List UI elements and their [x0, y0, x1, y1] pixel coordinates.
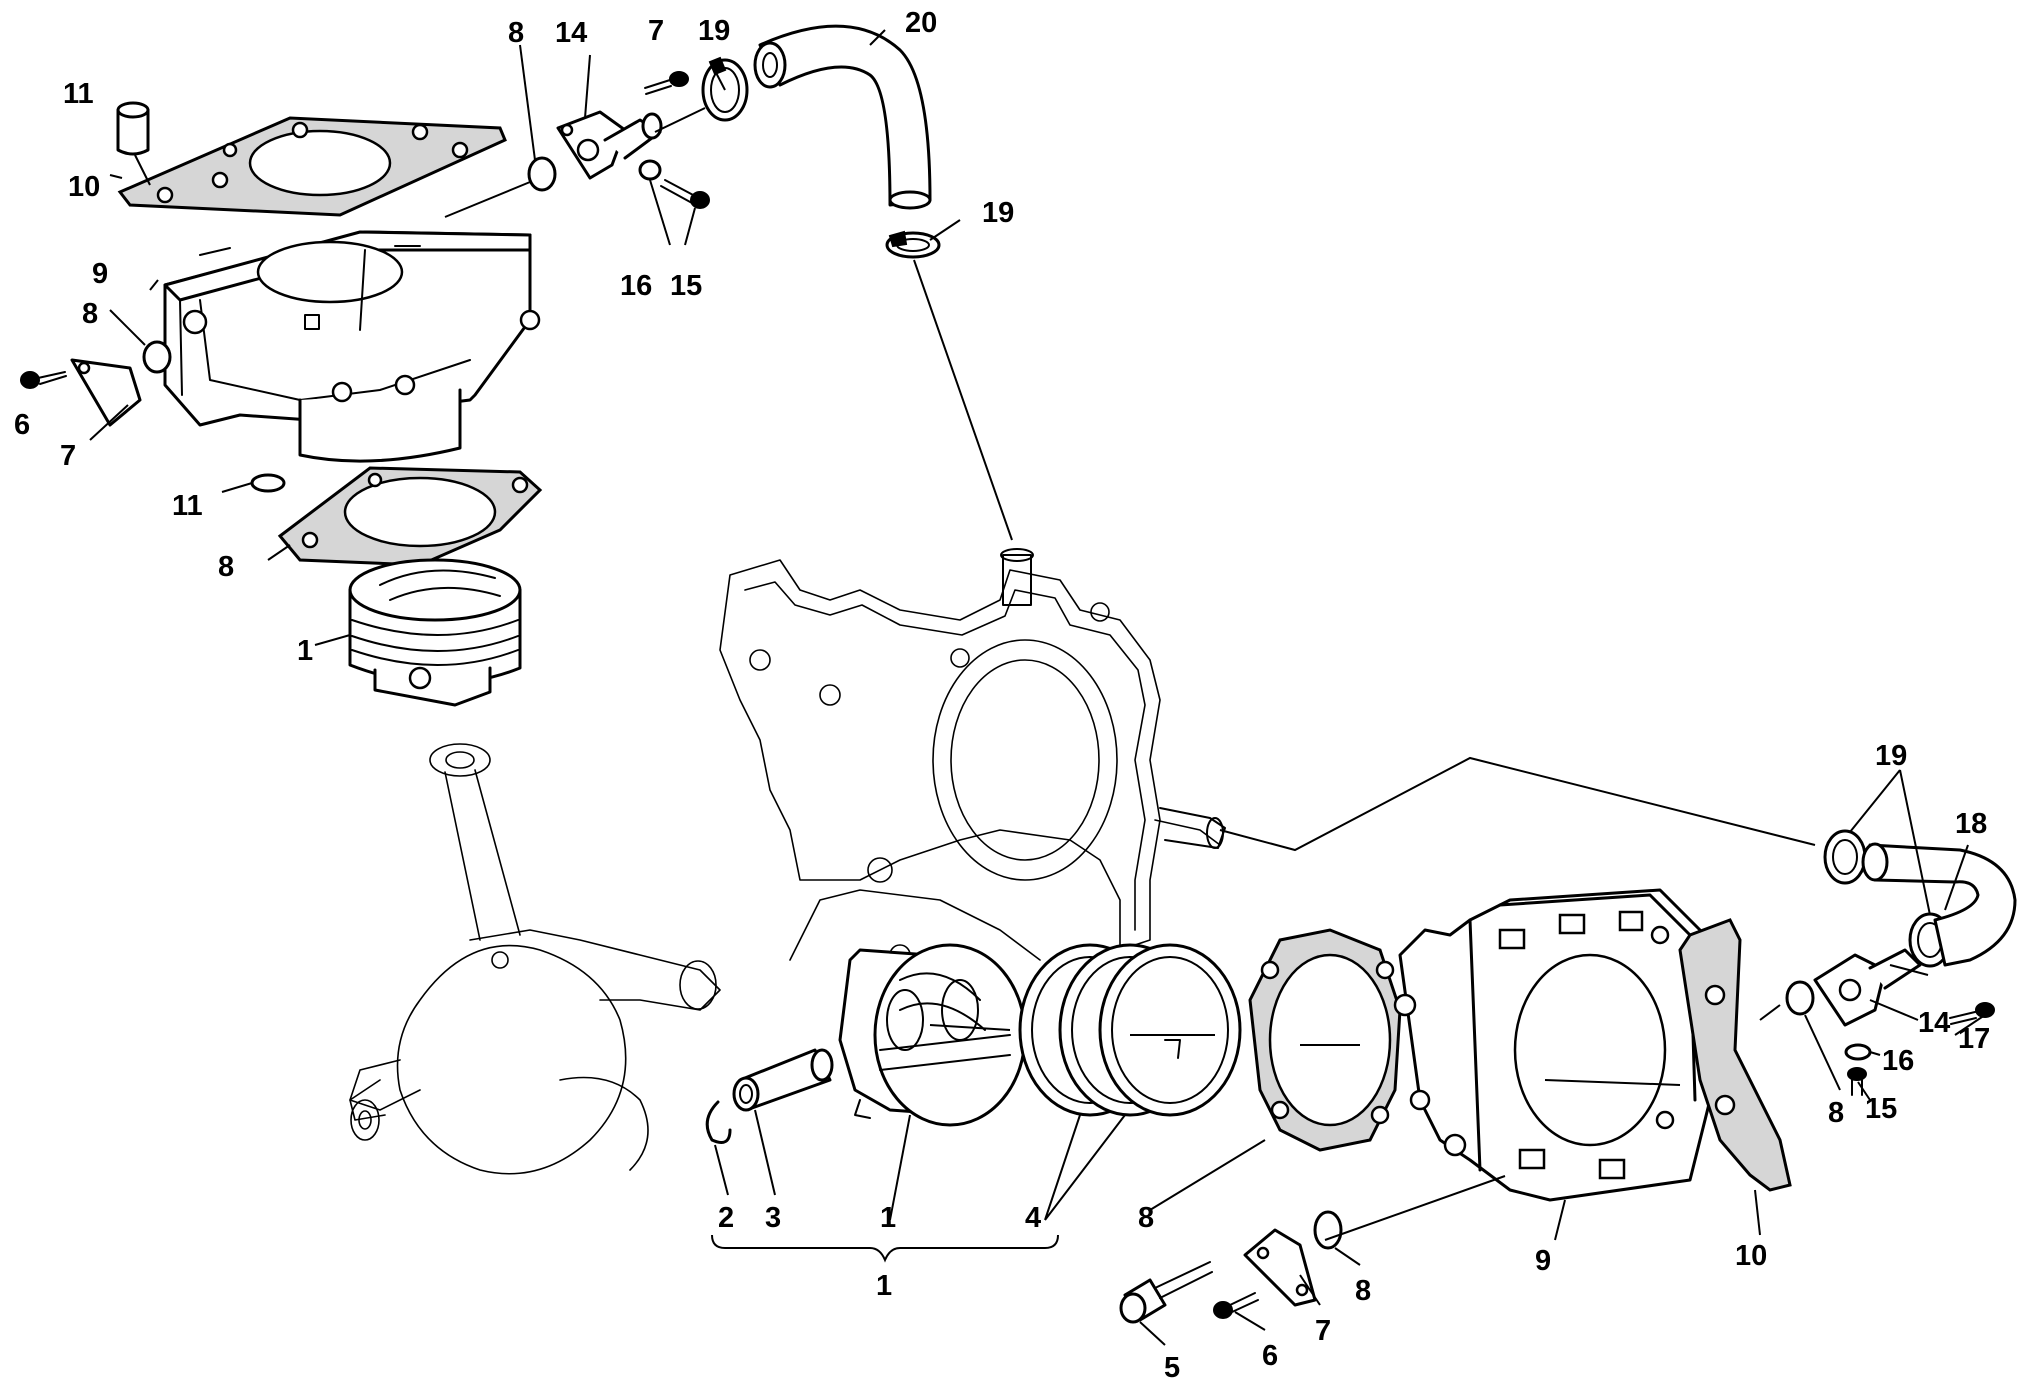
o-ring-bottom: [1313, 1210, 1343, 1250]
water-union-top: [556, 110, 663, 180]
callout-2: 2: [718, 1202, 734, 1234]
gudgeon-pin: [732, 1048, 834, 1112]
callout-6-bottom: 6: [1262, 1340, 1278, 1372]
piston-bottom: [838, 943, 1027, 1127]
base-gasket-bottom: [1248, 928, 1402, 1152]
callout-leaders: [89, 29, 1986, 1346]
piston-top: [348, 558, 522, 707]
washer-right: [1844, 1043, 1872, 1061]
o-ring-right: [1785, 980, 1815, 1016]
coolant-hose-right: [1861, 842, 2017, 967]
screw-top: [644, 71, 689, 95]
callout-9-bottom: 8: [1138, 1202, 1154, 1234]
head-gasket-top: [117, 116, 507, 217]
o-ring-left: [142, 340, 172, 374]
callout-3: 3: [765, 1202, 781, 1234]
callout-5: 5: [1164, 1352, 1180, 1384]
callout-11-bottom: 10: [1735, 1240, 1767, 1272]
water-union-right: [1813, 948, 1922, 1027]
cylinder-top: [163, 230, 541, 463]
callout-19-top: 19: [698, 15, 730, 47]
callout-12: 11: [63, 78, 94, 110]
callout-8-bottom: 8: [1355, 1275, 1371, 1307]
callout-8-top: 8: [508, 17, 524, 49]
coolant-hose-top: [753, 24, 932, 210]
callout-15-top: 15: [670, 270, 702, 302]
callout-4: 4: [1025, 1202, 1041, 1234]
dowel-sleeve: [116, 101, 150, 156]
piston-rings: [1018, 943, 1242, 1117]
callout-16-top: 16: [620, 270, 652, 302]
callout-1-group: 1: [876, 1270, 892, 1302]
washer-top: [638, 159, 662, 181]
callout-1-piston: 1: [880, 1202, 896, 1234]
callout-10-top: 9: [92, 258, 108, 290]
callout-8-left: 8: [82, 298, 98, 330]
assembly-lines: [444, 107, 1929, 1241]
callout-labels: 11 10 8 14 7 19 20 19 16 15 9 8 6 7 11 8…: [14, 7, 1990, 1384]
group-bracket: [711, 1234, 1059, 1263]
callout-7-top: 7: [648, 15, 664, 47]
flange-left: [70, 358, 142, 427]
callout-10-bottom: 9: [1535, 1245, 1551, 1277]
callout-7-left: 7: [60, 440, 76, 472]
callout-14-right: 14: [1918, 1007, 1950, 1039]
callout-19-mid: 19: [982, 197, 1014, 229]
callout-18: 18: [1955, 808, 1987, 840]
callout-11-top: 10: [68, 171, 100, 203]
cylinder-bottom: [1393, 888, 1712, 1202]
screw-mid: [660, 179, 710, 209]
screw-right: [1949, 1002, 1995, 1025]
callout-9-top: 8: [218, 551, 234, 583]
crankshaft-outline: [349, 743, 721, 1175]
flange-bottom: [1243, 1228, 1317, 1307]
screw-bottom: [1213, 1292, 1259, 1319]
bleed-screw: [1119, 1261, 1213, 1324]
o-ring-top: [527, 156, 557, 192]
callout-8-right: 8: [1828, 1097, 1844, 1129]
screw-right-lower: [1847, 1067, 1867, 1096]
callout-1-top: 1: [297, 635, 313, 667]
hose-clamp-mid: [885, 230, 941, 259]
callout-15-right: 15: [1865, 1093, 1897, 1125]
crankcase-outline: [719, 548, 1226, 966]
callout-6-left: 6: [14, 409, 30, 441]
o-ring-small: [250, 473, 286, 493]
callout-17: 17: [1958, 1023, 1990, 1055]
callout-14-top: 14: [555, 17, 587, 49]
callout-7-bottom: 7: [1315, 1315, 1331, 1347]
screw-left: [20, 371, 67, 389]
base-gasket-top: [277, 466, 543, 567]
head-gasket-bottom: [1678, 918, 1792, 1192]
callout-20: 20: [905, 7, 937, 39]
callout-13: 11: [172, 490, 203, 522]
circlip: [705, 1100, 732, 1144]
callout-19-right: 19: [1875, 740, 1907, 772]
callout-16-right: 16: [1882, 1045, 1914, 1077]
